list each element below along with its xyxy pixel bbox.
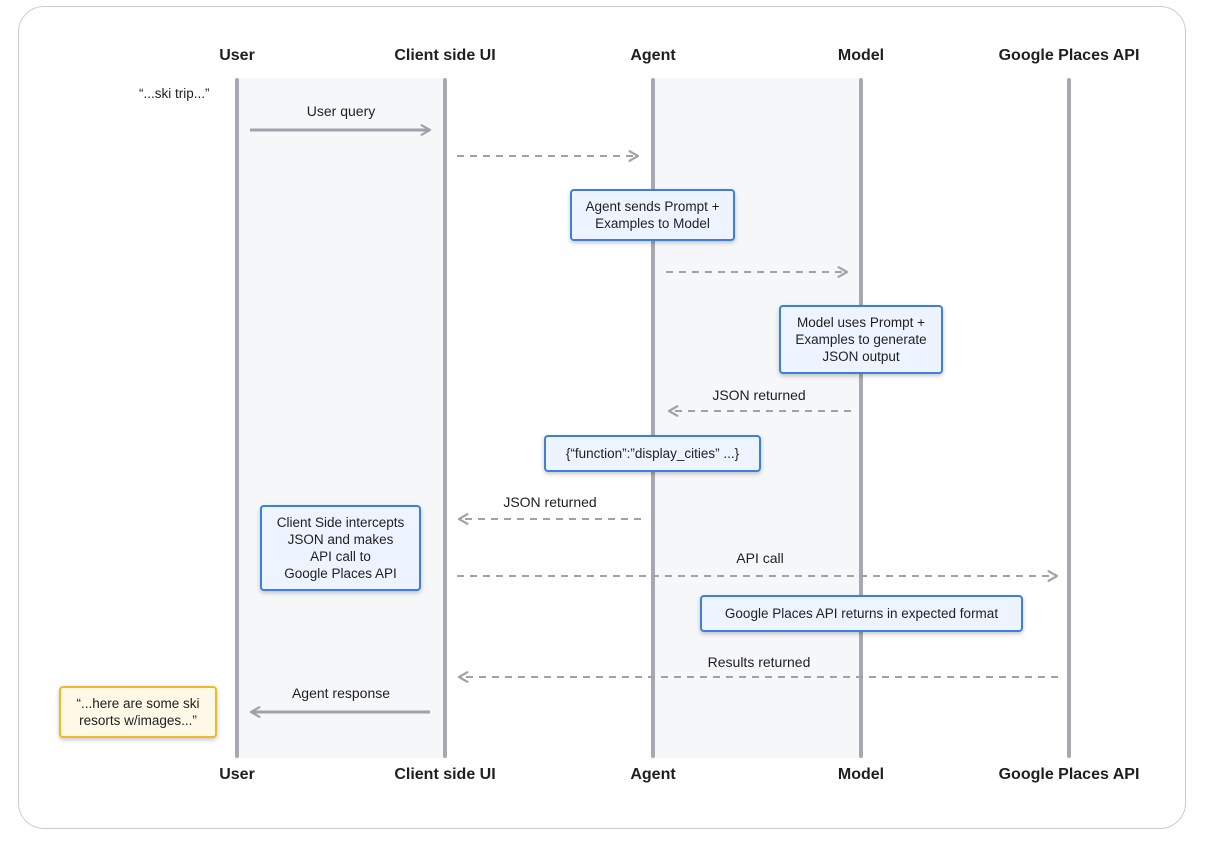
participant-client-side-ui-top: Client side UI [394, 47, 496, 64]
note-function-call-json: {“function”:”display_cities” ...} [544, 435, 761, 472]
note-model-uses-prompt: Model uses Prompt + Examples to generate… [779, 305, 943, 374]
note-agent-sends-prompt: Agent sends Prompt + Examples to Model [570, 189, 735, 241]
label-api-call: API call [736, 550, 784, 566]
participant-google-places-api-bottom: Google Places API [998, 766, 1140, 783]
label-agent-response: Agent response [291, 685, 391, 701]
participant-model-bottom: Model [837, 766, 885, 783]
participant-client-side-ui-bottom: Client side UI [394, 766, 496, 783]
participant-model-top: Model [837, 47, 885, 64]
note-final-agent-response: “...here are some ski resorts w/images..… [59, 686, 217, 738]
label-json-returned-model: JSON returned [712, 387, 806, 403]
participant-agent-bottom: Agent [630, 766, 676, 783]
user-input-quote: “...ski trip...” [139, 86, 210, 101]
participant-user-bottom: User [219, 766, 255, 783]
participant-user-top: User [219, 47, 255, 64]
note-places-api-returns: Google Places API returns in expected fo… [700, 595, 1023, 632]
note-client-side-intercepts: Client Side intercepts JSON and makes AP… [260, 505, 421, 591]
participant-agent-top: Agent [630, 47, 676, 64]
label-user-query: User query [306, 103, 376, 119]
label-results-returned: Results returned [707, 654, 811, 670]
participant-google-places-api-top: Google Places API [998, 47, 1140, 64]
band-client-side-ui [237, 78, 445, 758]
label-json-returned-agent: JSON returned [503, 494, 597, 510]
